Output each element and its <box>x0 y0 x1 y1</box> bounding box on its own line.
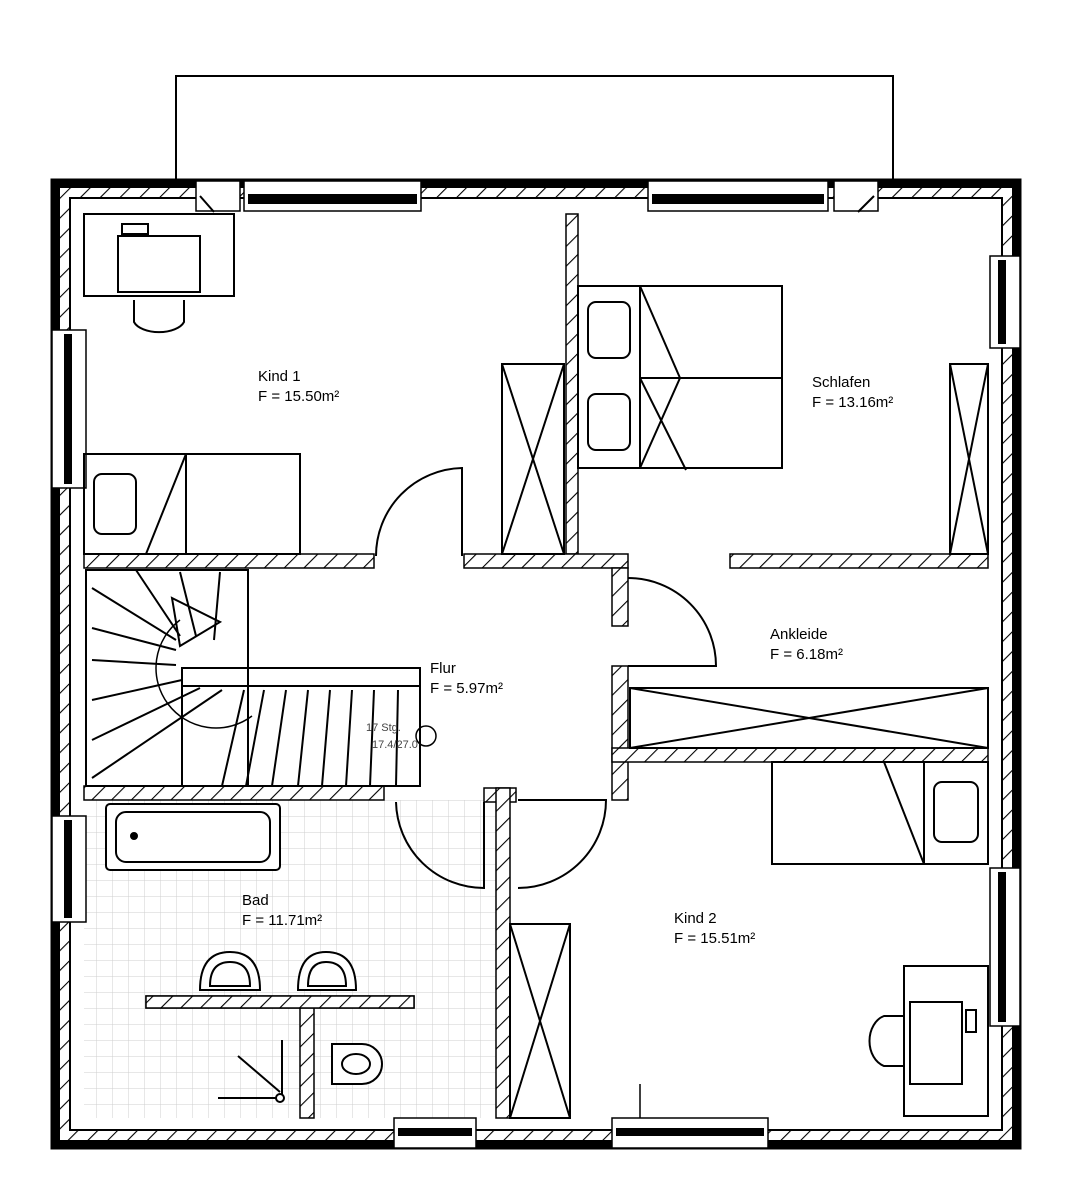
room-label-ankleide: Ankleide <box>770 626 828 643</box>
room-label-bad: Bad <box>242 892 269 909</box>
beds <box>83 285 989 865</box>
doors <box>375 466 718 890</box>
room-label-kind-2: Kind 2 <box>674 910 717 927</box>
room-area-bad: F = 11.71m² <box>242 912 322 929</box>
room-label-kind-1: Kind 1 <box>258 368 301 385</box>
room-area-ankleide: F = 6.18m² <box>770 646 843 663</box>
room-label-flur: Flur <box>430 660 456 677</box>
desks <box>83 213 989 1117</box>
room-area-kind-2: F = 15.51m² <box>674 930 755 947</box>
balcony <box>175 75 894 187</box>
room-label-schlafen: Schlafen <box>812 374 870 391</box>
stair-ratio: 17.4/27.0 <box>372 739 418 751</box>
room-area-flur: F = 5.97m² <box>430 680 503 697</box>
exterior-walls <box>50 178 1022 1150</box>
room-area-schlafen: F = 13.16m² <box>812 394 893 411</box>
windows <box>51 180 1021 1149</box>
stair-steps: 17 Stg. <box>366 722 401 734</box>
stair <box>85 569 437 787</box>
bathroom-counter <box>145 995 415 1009</box>
wardrobes <box>501 363 989 1119</box>
bath-fixtures <box>105 803 383 1103</box>
room-area-kind-1: F = 15.50m² <box>258 388 339 405</box>
interior-walls <box>83 213 989 1119</box>
